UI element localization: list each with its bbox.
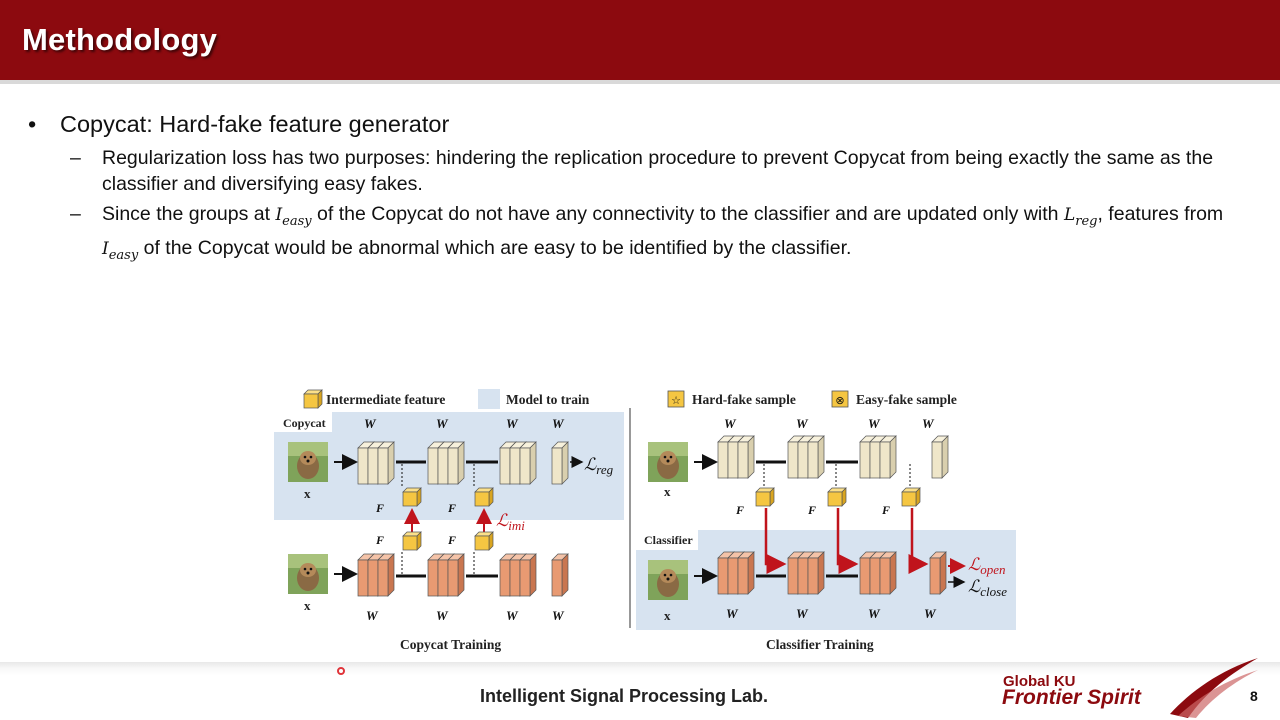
sub-bullet-1-text: Regularization loss has two purposes: hi… [102,147,1214,195]
math-i-easy: Ieasy [275,205,312,229]
caption-classifier-training: Classifier Training [766,637,874,652]
swoosh-icon [1170,658,1258,718]
math-l-reg: Lreg [1063,205,1098,229]
svg-text:W: W [724,416,737,431]
svg-text:W: W [726,606,739,621]
svg-text:F: F [375,533,384,547]
svg-text:W: W [552,416,565,431]
copycat-label: Copycat [283,416,326,430]
classifier-label: Classifier [644,533,693,547]
svg-text:x: x [664,608,671,623]
sub-bullet-2-text: Since the groups at Ieasy of the Copycat… [102,203,1224,263]
svg-text:F: F [375,501,384,515]
math-i-easy: Ieasy [102,239,139,263]
legend-model: Model to train [506,392,590,407]
pointer-indicator [337,667,345,675]
legend-hard: Hard-fake sample [692,392,796,407]
classifier-panel [636,530,1016,630]
slide-header: Methodology [0,0,1280,80]
svg-text:W: W [436,608,449,623]
svg-text:⊗: ⊗ [835,395,844,407]
header-divider [0,80,1280,84]
legend-easy-icon [831,390,849,408]
svg-text:F: F [447,501,456,515]
bullet-marker: • [28,111,37,137]
svg-text:W: W [552,608,565,623]
logo-global-ku: Global KU [1003,673,1076,690]
svg-text:W: W [436,416,449,431]
svg-text:W: W [366,608,379,623]
input-image [288,442,328,482]
sub-bullet-marker: – [70,147,81,169]
legend-intermediate: Intermediate feature [326,392,445,407]
svg-text:☆: ☆ [671,395,681,407]
legend-feature-icon [303,389,323,409]
svg-text:W: W [796,416,809,431]
svg-text:W: W [868,416,881,431]
sub-bullet-marker: – [70,203,81,225]
svg-text:W: W [924,606,937,621]
logo-frontier-spirit: Frontier Spirit [1002,686,1141,709]
svg-text:x: x [304,486,311,501]
page-number: 8 [1250,688,1258,704]
main-bullet-text: Copycat: Hard-fake feature generator [60,111,450,137]
footer-lab-name: Intelligent Signal Processing Lab. [480,686,769,706]
svg-text:W: W [506,416,519,431]
caption-copycat-training: Copycat Training [400,637,501,652]
svg-text:W: W [796,606,809,621]
slide-title: Methodology [22,22,218,57]
svg-text:W: W [922,416,935,431]
svg-text:F: F [807,503,816,517]
footer [0,662,1280,720]
legend-model-swatch [478,389,500,409]
legend-hard-icon [667,390,685,408]
svg-text:x: x [664,484,671,499]
svg-text:W: W [506,608,519,623]
copycat-architecture-figure: Intermediate feature Model to train ☆ Ha… [274,389,1016,652]
svg-text:W: W [364,416,377,431]
svg-text:W: W [868,606,881,621]
svg-text:x: x [304,598,311,613]
svg-text:F: F [881,503,890,517]
svg-text:F: F [735,503,744,517]
svg-text:F: F [447,533,456,547]
legend-easy: Easy-fake sample [856,392,957,407]
